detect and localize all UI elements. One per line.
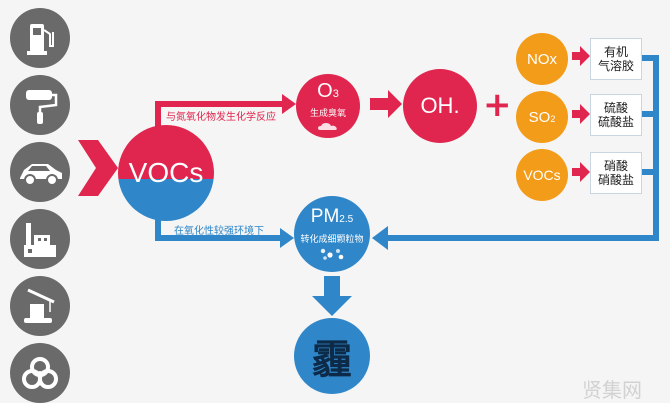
product-box-2: 硫酸硫酸盐	[590, 94, 642, 136]
oh-label: OH.	[420, 93, 460, 118]
ozone-symbol: O	[317, 80, 333, 102]
product-1-line2: 气溶胶	[597, 59, 634, 73]
biohazard-icon	[10, 343, 70, 403]
upper-arrowhead	[282, 94, 296, 114]
pm25-label: 转化成细颗粒物	[300, 235, 364, 245]
voc-label: VOCs	[128, 157, 204, 188]
haze-circle: 霾	[294, 318, 370, 394]
upper-arrow-line	[155, 101, 282, 130]
return-arrowhead	[372, 226, 388, 250]
fuel-pump-icon	[10, 8, 70, 68]
down-arrow	[312, 276, 352, 316]
reactant-so2-circle: SO2	[516, 91, 568, 143]
input-arrow	[78, 140, 118, 196]
pm25-symbol: PM	[310, 206, 340, 227]
ozone-label: 生成臭氧	[309, 109, 346, 119]
nox-arrow	[572, 46, 590, 66]
vocs-arrow	[572, 162, 590, 182]
reactant-nox-label: NOx	[527, 50, 557, 68]
o3-to-oh-arrow	[370, 90, 402, 118]
product-1-line1: 有机	[603, 45, 628, 59]
product-3-line2: 硝酸盐	[597, 173, 634, 187]
cloud-icon	[318, 123, 337, 130]
product-2-line1: 硫酸	[603, 101, 628, 115]
haze-label: 霾	[312, 337, 352, 383]
reactant-vocs-label: VOCs	[523, 167, 561, 183]
plus-sign: +	[483, 85, 512, 125]
reactant-so2-label: SO	[528, 108, 551, 126]
oh-circle: OH.	[403, 69, 477, 143]
watermark: 贤集网	[582, 378, 642, 402]
product-2-line2: 硫酸盐	[597, 115, 634, 129]
crane-icon	[10, 276, 70, 336]
ozone-circle: O3 生成臭氧	[296, 74, 360, 138]
paint-roller-icon	[10, 75, 70, 135]
upper-path-label: 与氮氧化物发生化学反应	[166, 112, 276, 123]
return-path-line	[385, 55, 659, 241]
product-3-line1: 硝酸	[603, 159, 628, 173]
particles-icon	[320, 248, 344, 260]
reactant-vocs-circle: VOCs	[516, 149, 568, 201]
lower-arrowhead	[280, 228, 294, 248]
pm25-circle: PM2.5 转化成细颗粒物	[294, 196, 370, 272]
pm25-subscript: 2.5	[339, 214, 354, 225]
reactant-so2-subscript: 2	[550, 113, 556, 124]
car-icon	[10, 142, 70, 202]
so2-arrow	[572, 104, 590, 124]
factory-icon	[10, 209, 70, 269]
lower-path-label: 在氧化性较强环境下	[174, 226, 264, 237]
voc-circle: VOCs	[118, 125, 214, 221]
product-box-3: 硝酸硝酸盐	[590, 152, 642, 194]
product-box-1: 有机气溶胶	[590, 38, 642, 80]
reactant-nox-circle: NOx	[516, 33, 568, 85]
ozone-subscript: 3	[332, 88, 339, 100]
